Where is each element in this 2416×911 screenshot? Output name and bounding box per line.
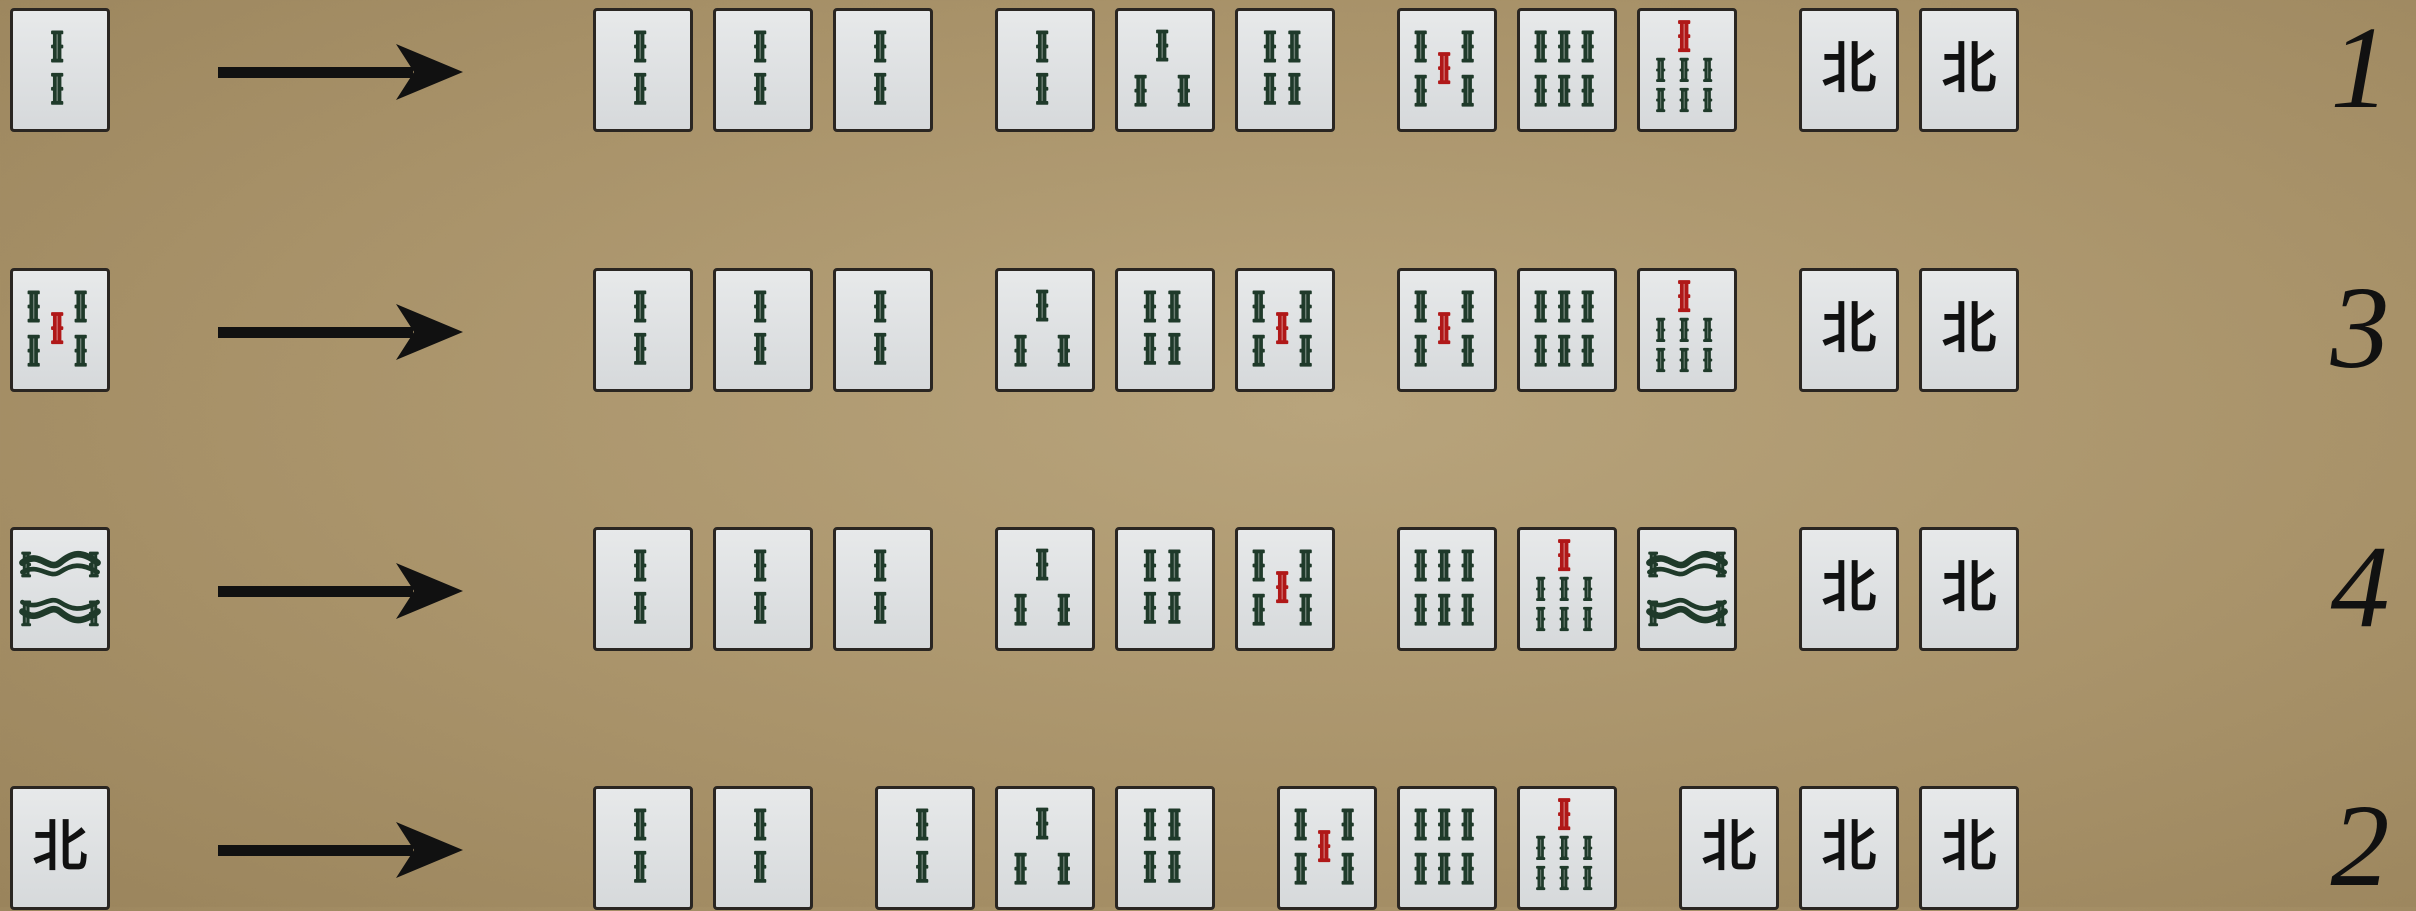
svg-text:北: 北 xyxy=(1942,36,1997,100)
svg-text:北: 北 xyxy=(1942,555,1997,619)
hand-tile-bamboo-8 xyxy=(1637,527,1737,651)
hand-tile-north: 北 xyxy=(1919,786,2019,910)
hand-tile-bamboo-2 xyxy=(593,8,693,132)
hand-tile-bamboo-5 xyxy=(1397,268,1497,392)
hand-tile-bamboo-2 xyxy=(995,8,1095,132)
arrow-right-icon xyxy=(218,42,463,102)
hand-tile-bamboo-2 xyxy=(593,527,693,651)
hand-tile-bamboo-5 xyxy=(1397,8,1497,132)
arrow-right-icon xyxy=(218,561,463,621)
svg-text:北: 北 xyxy=(1822,296,1877,360)
svg-text:北: 北 xyxy=(1822,555,1877,619)
hand-tile-bamboo-4 xyxy=(1115,786,1215,910)
hand-tile-bamboo-5 xyxy=(1235,268,1335,392)
hand-tile-bamboo-4 xyxy=(1115,268,1215,392)
hand-tile-bamboo-5 xyxy=(1235,527,1335,651)
hand-tile-north: 北 xyxy=(1919,8,2019,132)
svg-text:北: 北 xyxy=(1822,814,1877,878)
svg-text:北: 北 xyxy=(33,814,88,878)
wait-count: 1 xyxy=(2310,6,2410,130)
hand-tile-north: 北 xyxy=(1799,268,1899,392)
hand-tile-bamboo-2 xyxy=(593,268,693,392)
svg-text:北: 北 xyxy=(1822,36,1877,100)
hand-tile-bamboo-2 xyxy=(833,527,933,651)
hand-tile-north: 北 xyxy=(1799,527,1899,651)
wait-count: 4 xyxy=(2310,525,2410,649)
svg-text:北: 北 xyxy=(1702,814,1757,878)
hand-tile-north: 北 xyxy=(1799,8,1899,132)
hand-tile-bamboo-2 xyxy=(875,786,975,910)
wait-count: 3 xyxy=(2310,266,2410,390)
wait-count: 2 xyxy=(2310,784,2410,908)
hand-tile-bamboo-2 xyxy=(713,268,813,392)
hand-tile-bamboo-2 xyxy=(833,268,933,392)
arrow-right-icon xyxy=(218,302,463,362)
hand-tile-bamboo-3 xyxy=(995,268,1095,392)
svg-text:北: 北 xyxy=(1942,814,1997,878)
drawn-tile-bamboo-2 xyxy=(10,8,110,132)
drawn-tile-north: 北 xyxy=(10,786,110,910)
hand-tile-bamboo-7 xyxy=(1517,527,1617,651)
wait-row: 北 北 北 北 2 xyxy=(0,786,2416,896)
hand-tile-bamboo-6 xyxy=(1397,786,1497,910)
hand-tile-bamboo-3 xyxy=(995,786,1095,910)
hand-tile-bamboo-4 xyxy=(1235,8,1335,132)
hand-tile-bamboo-3 xyxy=(995,527,1095,651)
hand-tile-north: 北 xyxy=(1679,786,1779,910)
svg-text:北: 北 xyxy=(1942,296,1997,360)
hand-tile-bamboo-2 xyxy=(833,8,933,132)
wait-row: 北 北 3 xyxy=(0,268,2416,378)
hand-tile-bamboo-2 xyxy=(593,786,693,910)
drawn-tile-bamboo-5 xyxy=(10,268,110,392)
hand-tile-bamboo-3 xyxy=(1115,8,1215,132)
hand-tile-bamboo-6 xyxy=(1517,268,1617,392)
hand-tile-bamboo-7 xyxy=(1637,8,1737,132)
hand-tile-bamboo-2 xyxy=(713,527,813,651)
hand-tile-bamboo-7 xyxy=(1517,786,1617,910)
hand-tile-bamboo-7 xyxy=(1637,268,1737,392)
hand-tile-north: 北 xyxy=(1919,268,2019,392)
wait-row: 北 北 1 xyxy=(0,8,2416,118)
hand-tile-north: 北 xyxy=(1799,786,1899,910)
arrow-right-icon xyxy=(218,820,463,880)
hand-tile-bamboo-2 xyxy=(713,786,813,910)
hand-tile-bamboo-4 xyxy=(1115,527,1215,651)
hand-tile-north: 北 xyxy=(1919,527,2019,651)
hand-tile-bamboo-2 xyxy=(713,8,813,132)
wait-row: 北 北 4 xyxy=(0,527,2416,637)
drawn-tile-bamboo-8 xyxy=(10,527,110,651)
hand-tile-bamboo-5 xyxy=(1277,786,1377,910)
hand-tile-bamboo-6 xyxy=(1517,8,1617,132)
hand-tile-bamboo-6 xyxy=(1397,527,1497,651)
